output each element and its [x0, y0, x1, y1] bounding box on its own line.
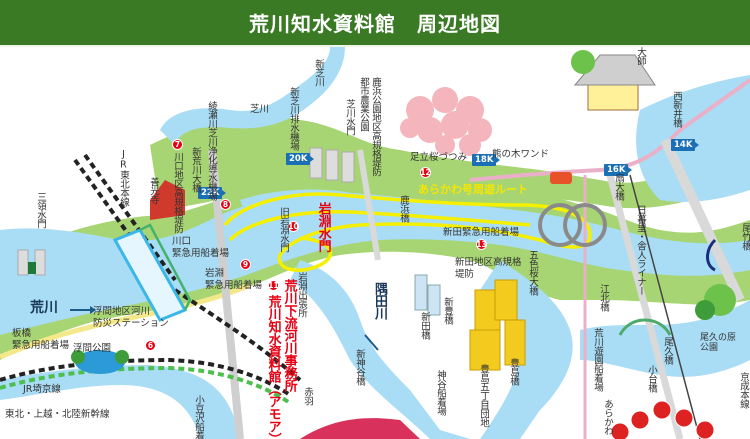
- label-shinden-kinkyu: 新田緊急用船着場: [443, 227, 520, 238]
- label-iwabuchi-kinkyu-2: 緊急用船着場: [205, 280, 263, 291]
- area-map[interactable]: 荒川 隅田川 芝川 新芝川 あらかわ号周遊ルート 22K 20K 18K 16K…: [0, 47, 750, 439]
- label-shiba-suimon: 芝川水門: [343, 99, 355, 135]
- label-ryose-shiba: 綾瀬川芝川浄化導水機場: [205, 101, 217, 200]
- label-kawaguchi-kinkyu-2: 緊急用船着場: [172, 248, 230, 259]
- label-itabashi-2: 緊急用船着場: [12, 340, 70, 351]
- km-post-14k: 14K: [671, 139, 700, 151]
- label-ukima-station-1: 浮間地区河川: [93, 306, 151, 317]
- label-odai: 小台橋: [645, 365, 657, 392]
- label-arakawa-yuen-short: あらかわ: [601, 399, 613, 435]
- river-label-arakawa: 荒川: [30, 300, 58, 316]
- label-ogunohara: 尾久の原公園: [700, 333, 737, 354]
- label-ukima-park: 浮間公園: [73, 343, 112, 354]
- marker-7[interactable]: 7: [172, 139, 183, 150]
- label-jr-saikyo: JR埼京線: [23, 384, 61, 395]
- label-jr-tohoku: JR東北本線: [117, 149, 129, 206]
- river-label-shiba: 芝川: [250, 104, 270, 115]
- label-shinkansen: 東北・上越・北陸新幹線: [5, 409, 110, 420]
- label-daishi: 大師: [634, 47, 646, 65]
- page-title-bar: 荒川知水資料館 周辺地図: [0, 0, 750, 47]
- km-post-18k: 18K: [472, 154, 501, 166]
- label-ukima-station-2: 防災ステーション: [93, 318, 169, 329]
- label-arakawa-yuen: 荒川遊園船着場: [591, 328, 603, 391]
- label-kawaguchi-kinkyu-1: 川口: [172, 236, 192, 247]
- label-shin-arakawa-ohashi: 新荒川大橋: [189, 147, 201, 192]
- cruise-route-label: あらかわ号周遊ルート: [418, 183, 528, 196]
- river-label-sumida: 隅田川: [372, 282, 387, 320]
- label-shikahama-kouki: 鹿浜公園地区高規格堤防: [369, 77, 381, 176]
- label-akabane: 赤羽: [301, 387, 313, 405]
- label-amoa[interactable]: 荒川知水資料館（アモア）: [265, 295, 281, 439]
- label-keisei: 京成本線: [737, 372, 749, 408]
- label-kohoku: 江北橋: [597, 284, 609, 311]
- label-kamiya-bashi: 神谷船着場: [434, 370, 446, 415]
- label-nishiarai: 西新井橋: [670, 91, 682, 127]
- label-shinden-bashi: 新田橋: [418, 312, 430, 339]
- label-iwabuchi-shucho: 岩淵出張所: [295, 272, 307, 317]
- label-itabashi-1: 板橋: [12, 328, 32, 339]
- label-kyu-iwabuchi: 旧岩淵水門: [277, 207, 289, 252]
- label-adachi-sakura: 足立桜づつみ: [410, 152, 468, 163]
- marker-11[interactable]: 11: [268, 280, 279, 291]
- label-otake: 尾竹橋: [739, 223, 750, 250]
- label-shinden-kouki-1: 新田地区高規格: [455, 257, 522, 268]
- label-toshima-bashi: 豊島橋: [507, 358, 519, 385]
- label-oku-bashi: 尾久橋: [661, 337, 673, 364]
- label-koazusawa: 小豆沢船着場: [192, 395, 204, 439]
- label-goshiki: 五色桜大橋: [526, 250, 538, 295]
- km-post-16k: 16K: [604, 164, 633, 176]
- label-iwabuchi-kinkyu-1: 岩淵: [205, 268, 225, 279]
- label-shin-kamiya: 新神谷橋: [353, 349, 365, 385]
- label-nippori-toneri: 日暮里・舎人ライナー: [634, 205, 646, 295]
- label-toshi-nogyo: 都市農業公園: [357, 77, 369, 131]
- marker-12[interactable]: 12: [420, 167, 431, 178]
- km-post-20k: 20K: [286, 153, 315, 165]
- label-arakawa-karyu[interactable]: 荒川下流河川事務所: [281, 279, 297, 392]
- label-kumanoki: 熊の木ワンド: [492, 149, 550, 160]
- label-sanryo-suimon: 三領水門: [34, 192, 46, 228]
- marker-9[interactable]: 9: [240, 259, 251, 270]
- river-label-shin-shiba: 新芝川: [312, 59, 324, 86]
- marker-10[interactable]: 10: [288, 221, 299, 232]
- km-post-22k: 22K: [198, 187, 227, 199]
- label-shinden-kouki-2: 堤防: [455, 269, 475, 280]
- label-kawaguchi-kouki: 川口地区高規格堤防: [171, 152, 183, 233]
- marker-13[interactable]: 13: [476, 239, 487, 250]
- label-iwabuchi-suimon: 岩淵水門: [315, 202, 331, 252]
- label-zenkoji: 善光寺: [147, 177, 159, 204]
- label-toshima-danchi: 豊島五丁目団地: [477, 364, 489, 427]
- label-shin-shiba-haisui: 新芝川排水機場: [287, 87, 299, 150]
- page-title: 荒川知水資料館 周辺地図: [249, 12, 501, 36]
- label-shintoyo: 新豊橋: [441, 297, 453, 324]
- map-background: [0, 47, 750, 439]
- label-ogi-ohashi: 扇大橋: [612, 173, 624, 200]
- marker-6[interactable]: 6: [145, 340, 156, 351]
- label-shikahama-bashi: 鹿浜橋: [397, 195, 409, 222]
- marker-8[interactable]: 8: [220, 199, 231, 210]
